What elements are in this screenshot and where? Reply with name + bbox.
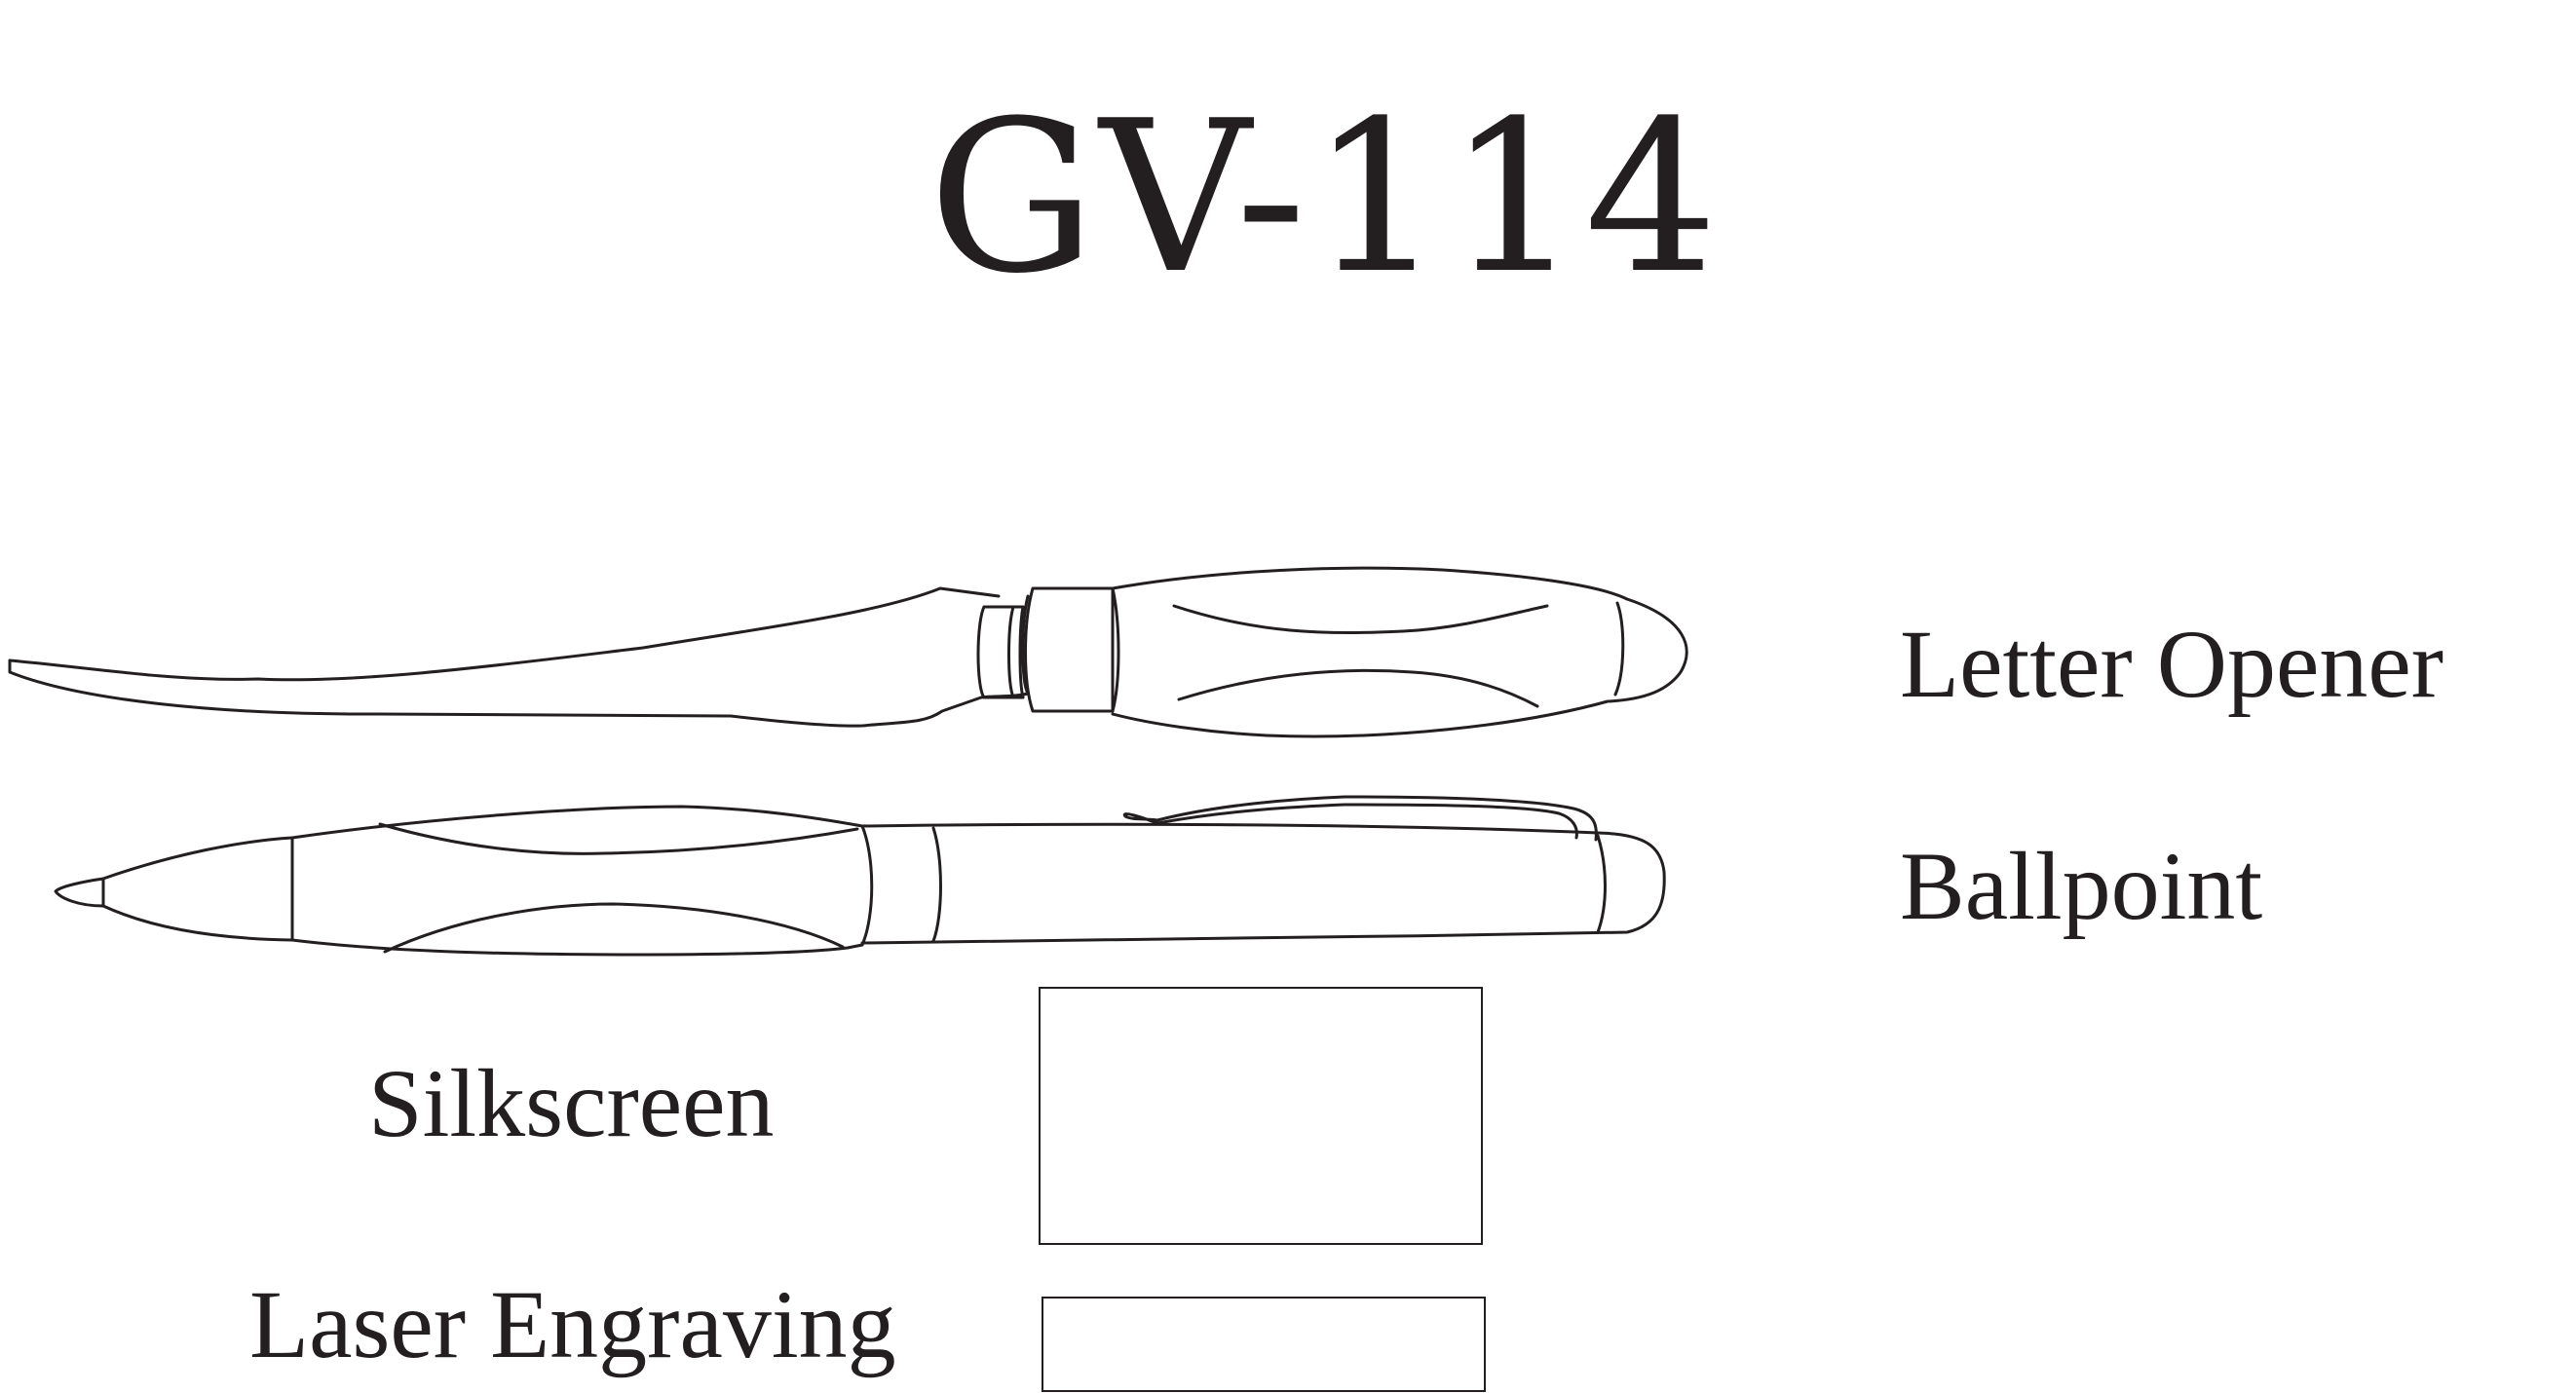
laser-engraving-imprint-area [1042, 1297, 1486, 1392]
letter-opener-label: Letter Opener [1900, 610, 2444, 718]
model-number-title: GV-114 [928, 75, 1723, 320]
letter-opener-drawing [8, 566, 1688, 738]
silkscreen-label: Silkscreen [368, 1049, 775, 1157]
laser-engraving-label: Laser Engraving [249, 1270, 896, 1378]
ballpoint-label: Ballpoint [1900, 832, 2263, 940]
ballpoint-pen-drawing [54, 795, 1666, 957]
silkscreen-imprint-area [1039, 987, 1483, 1245]
